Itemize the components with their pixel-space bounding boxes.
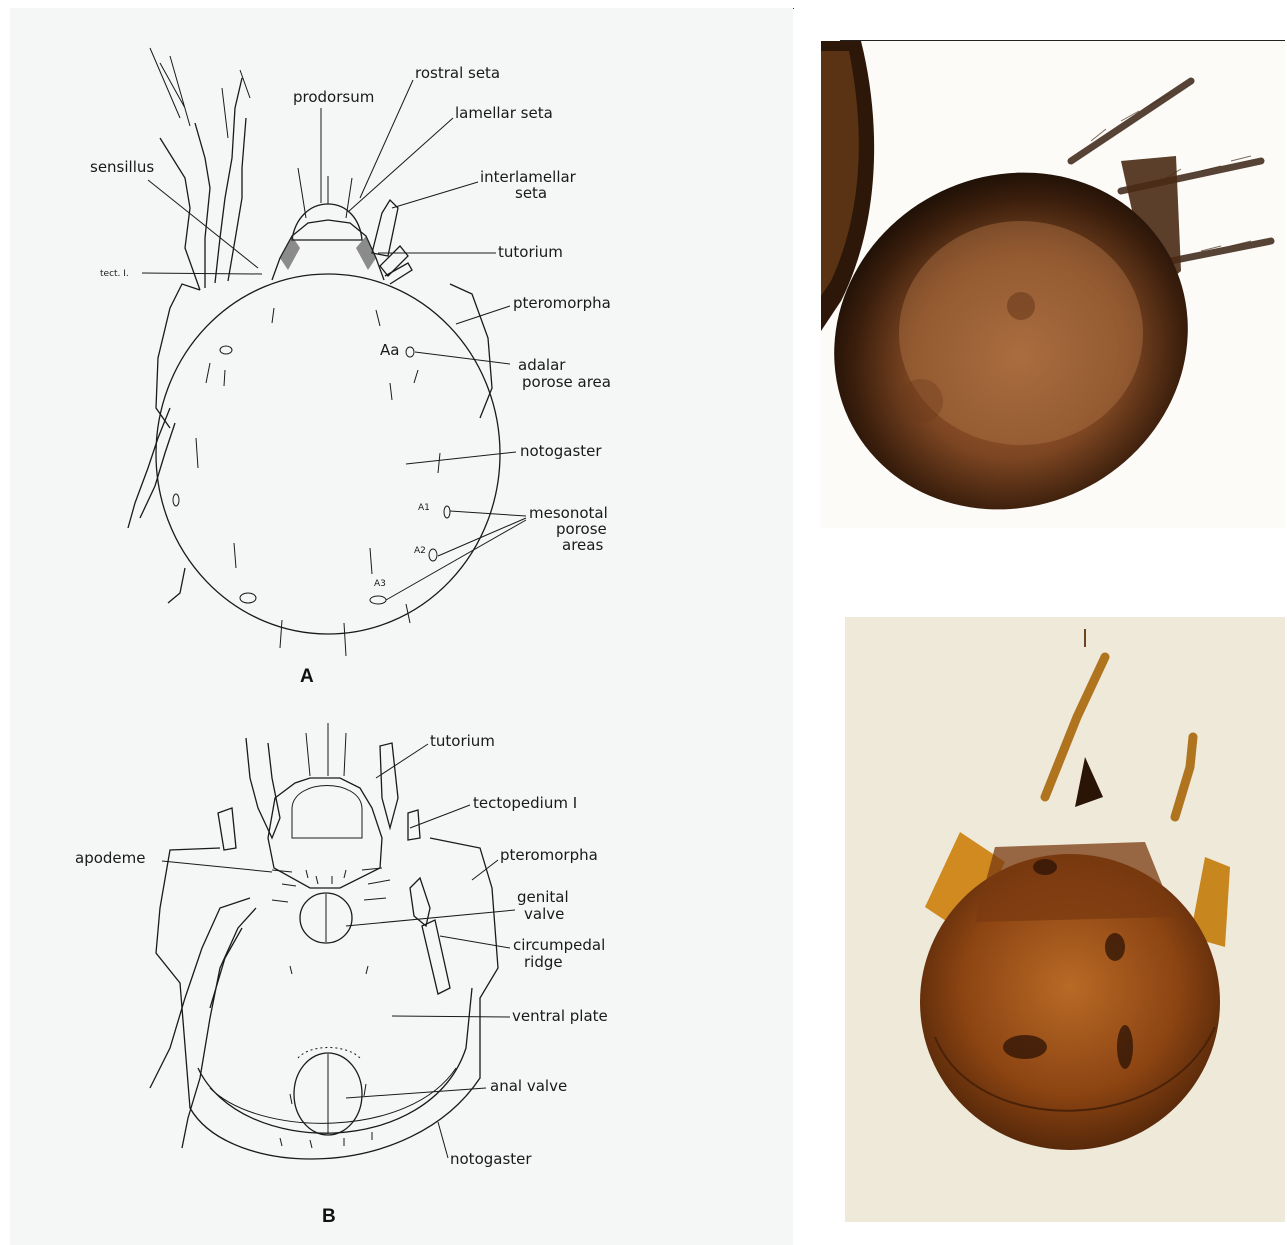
panel-a-letter: A xyxy=(300,666,314,687)
label-lamellar-seta: lamellar seta xyxy=(455,104,553,122)
label-circumpedal-ridge: ridge xyxy=(524,953,563,971)
label-adalar: adalar xyxy=(518,356,566,374)
label-notogaster-a: notogaster xyxy=(520,442,602,460)
label-a2: A2 xyxy=(414,546,426,556)
panel-a-drawing xyxy=(128,48,500,656)
panel-b-labels: tutorium tectopedium I apodeme pteromorp… xyxy=(75,732,608,1227)
label-aa: Aa xyxy=(380,341,399,359)
label-notogaster-b: notogaster xyxy=(450,1150,532,1168)
label-prodorsum: prodorsum xyxy=(293,88,374,106)
label-anal-valve: anal valve xyxy=(490,1077,567,1095)
label-ventral-plate: ventral plate xyxy=(512,1007,608,1025)
mite-illustrations: rostral seta prodorsum lamellar seta sen… xyxy=(10,8,793,1245)
label-apodeme: apodeme xyxy=(75,849,145,867)
photo-mite-dorsal-image xyxy=(821,41,1285,528)
label-a1: A1 xyxy=(418,503,430,513)
label-tectopedium: tectopedium I xyxy=(473,794,577,812)
label-tect-i: tect. I. xyxy=(100,269,129,279)
panel-b-letter: B xyxy=(322,1206,336,1227)
label-pteromorpha-a: pteromorpha xyxy=(513,294,611,312)
label-interlamellar-seta: seta xyxy=(515,184,547,202)
label-genital-valve: valve xyxy=(524,905,564,923)
label-tutorium-b: tutorium xyxy=(430,732,495,750)
label-pteromorpha-b: pteromorpha xyxy=(500,846,598,864)
photo-mite-specimen xyxy=(845,617,1285,1222)
label-mesonotal-areas: areas xyxy=(562,536,603,554)
photo-mite-dorsal xyxy=(821,41,1285,528)
label-adalar-porose-area: porose area xyxy=(522,373,611,391)
diagram-plate: rostral seta prodorsum lamellar seta sen… xyxy=(10,8,793,1245)
panel-a-labels: rostral seta prodorsum lamellar seta sen… xyxy=(90,64,611,687)
label-genital: genital xyxy=(517,888,569,906)
label-sensillus: sensillus xyxy=(90,158,154,176)
label-a3: A3 xyxy=(374,579,386,589)
panel-b-drawing xyxy=(150,723,498,1159)
label-tutorium-a: tutorium xyxy=(498,243,563,261)
label-rostral-seta: rostral seta xyxy=(415,64,500,82)
photo-mite-specimen-image xyxy=(845,617,1285,1222)
label-circumpedal: circumpedal xyxy=(513,936,605,954)
